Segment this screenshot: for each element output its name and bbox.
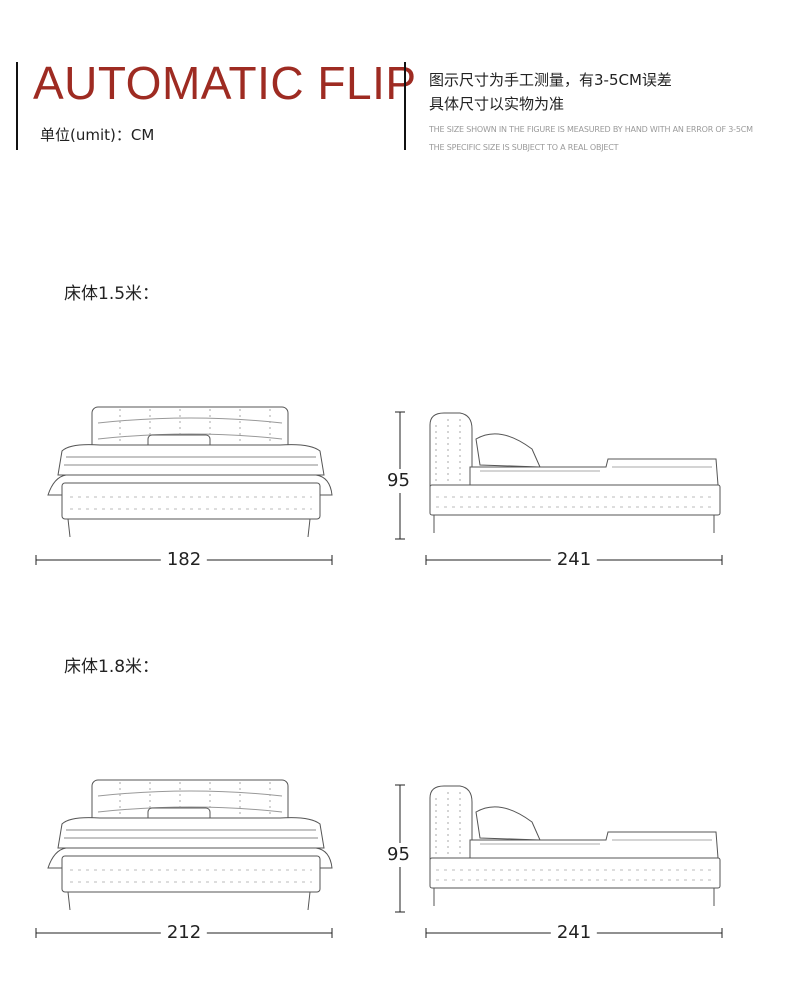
side-height-value-1-5m: 95 <box>387 469 410 493</box>
side-height-value-1-8m: 95 <box>387 843 410 867</box>
bed-front-view-1-8m <box>47 779 333 911</box>
unit-label: 单位(umit)：CM <box>40 126 155 144</box>
note-divider-bar <box>404 62 406 150</box>
note-actual-object: 具体尺寸以实物为准 <box>429 95 565 113</box>
front-width-value-1-8m: 212 <box>160 923 208 943</box>
size-label-1-8m: 床体1.8米： <box>64 657 160 677</box>
size-label-1-5m: 床体1.5米： <box>64 284 160 304</box>
bed-side-view-1-8m <box>429 785 721 906</box>
note-actual-object-en: THE SPECIFIC SIZE IS SUBJECT TO A REAL O… <box>429 143 619 152</box>
left-accent-bar <box>16 62 18 150</box>
bed-front-view-1-5m <box>47 406 333 538</box>
note-measure-error: 图示尺寸为手工测量，有3-5CM误差 <box>429 71 672 89</box>
note-measure-error-en: THE SIZE SHOWN IN THE FIGURE IS MEASURED… <box>429 125 753 134</box>
side-length-value-1-8m: 241 <box>550 923 598 943</box>
front-width-value-1-5m: 182 <box>160 550 208 570</box>
side-length-value-1-5m: 241 <box>550 550 598 570</box>
page-title: AUTOMATIC FLIP <box>33 57 417 109</box>
bed-side-view-1-5m <box>429 412 721 533</box>
